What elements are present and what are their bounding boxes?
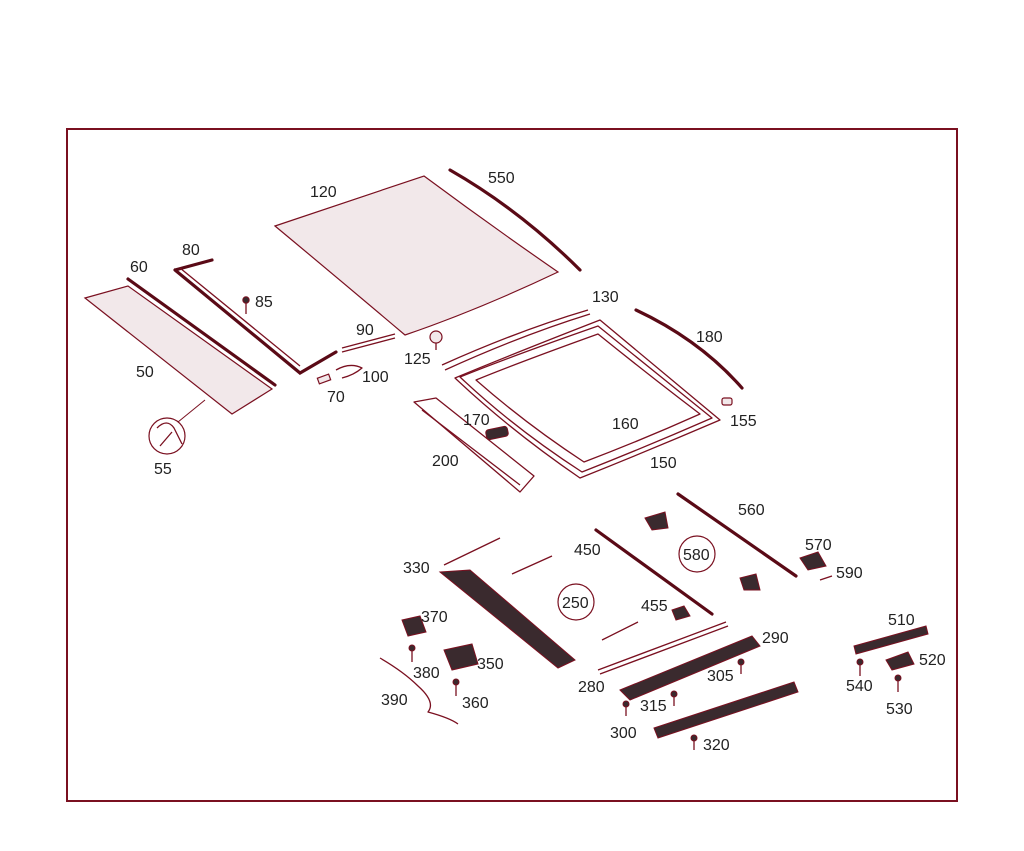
- callout-390[interactable]: 390: [381, 692, 408, 709]
- part-550-edge-strip[interactable]: [448, 168, 582, 272]
- part-100-clip[interactable]: [335, 364, 363, 379]
- callout-ring-580: [678, 535, 716, 573]
- callout-120[interactable]: 120: [310, 184, 337, 201]
- callout-290[interactable]: 290: [762, 630, 789, 647]
- callout-330[interactable]: 330: [403, 560, 430, 577]
- part-330-frame[interactable]: [438, 569, 576, 669]
- callout-305[interactable]: 305: [707, 668, 734, 685]
- callout-510[interactable]: 510: [888, 612, 915, 629]
- part-570-bracket[interactable]: [799, 551, 827, 571]
- callout-150[interactable]: 150: [650, 455, 677, 472]
- part-90-spring[interactable]: [341, 333, 396, 353]
- callout-60[interactable]: 60: [130, 259, 148, 276]
- callout-90[interactable]: 90: [356, 322, 374, 339]
- callout-370[interactable]: 370: [421, 609, 448, 626]
- callout-560[interactable]: 560: [738, 502, 765, 519]
- callout-455[interactable]: 455: [641, 598, 668, 615]
- diagram-frame: [66, 128, 958, 802]
- callout-590[interactable]: 590: [836, 565, 863, 582]
- part-85-screw[interactable]: [242, 296, 250, 314]
- callout-315[interactable]: 315: [640, 698, 667, 715]
- callout-520[interactable]: 520: [919, 652, 946, 669]
- part-380-screw[interactable]: [408, 644, 416, 662]
- callout-300[interactable]: 300: [610, 725, 637, 742]
- callout-580[interactable]: 580: [683, 547, 710, 564]
- part-540-screw[interactable]: [856, 658, 864, 676]
- wrench-icon: [148, 417, 186, 455]
- callout-70[interactable]: 70: [327, 389, 345, 406]
- part-150-outer-frame[interactable]: [454, 319, 721, 479]
- callout-80[interactable]: 80: [182, 242, 200, 259]
- callout-125[interactable]: 125: [404, 351, 431, 368]
- part-360-screw[interactable]: [452, 678, 460, 696]
- callout-530[interactable]: 530: [886, 701, 913, 718]
- part-80-rear-frame[interactable]: [173, 258, 338, 375]
- part-125-plug[interactable]: [429, 330, 443, 350]
- callout-450[interactable]: 450: [574, 542, 601, 559]
- callout-ring-250: [557, 583, 595, 621]
- callout-100[interactable]: 100: [362, 369, 389, 386]
- part-130-seal[interactable]: [441, 309, 591, 371]
- callout-360[interactable]: 360: [462, 695, 489, 712]
- part-280-strip[interactable]: [597, 621, 729, 675]
- part-450-rail[interactable]: [594, 528, 714, 616]
- part-580-slider-right[interactable]: [739, 573, 761, 591]
- part-290-rail[interactable]: [619, 635, 761, 701]
- callout-320[interactable]: 320: [703, 737, 730, 754]
- callout-85[interactable]: 85: [255, 294, 273, 311]
- callout-130[interactable]: 130: [592, 289, 619, 306]
- part-50-rear-panel[interactable]: [83, 285, 274, 415]
- callout-350[interactable]: 350: [477, 656, 504, 673]
- part-155-pad[interactable]: [721, 397, 733, 406]
- leader-55: [177, 399, 206, 423]
- part-580-slider-left[interactable]: [644, 511, 669, 531]
- part-320-screw[interactable]: [690, 734, 698, 750]
- part-300-screw[interactable]: [622, 700, 630, 716]
- part-330-strip[interactable]: [443, 537, 501, 566]
- part-305-screw[interactable]: [737, 658, 745, 674]
- part-520-bracket[interactable]: [885, 651, 915, 671]
- callout-155[interactable]: 155: [730, 413, 757, 430]
- part-250-cable[interactable]: [511, 555, 639, 641]
- part-350-motor[interactable]: [443, 643, 479, 671]
- callout-50[interactable]: 50: [136, 364, 154, 381]
- part-170-cover[interactable]: [485, 425, 509, 441]
- part-590-screw[interactable]: [819, 575, 833, 581]
- part-530-screw[interactable]: [894, 674, 902, 692]
- callout-570[interactable]: 570: [805, 537, 832, 554]
- callout-540[interactable]: 540: [846, 678, 873, 695]
- part-60-seal-strip[interactable]: [126, 277, 277, 387]
- part-370-motor[interactable]: [401, 615, 427, 637]
- part-200-crossmember[interactable]: [413, 397, 535, 493]
- callout-250[interactable]: 250: [562, 595, 589, 612]
- part-315-screw[interactable]: [670, 690, 678, 706]
- part-560-rail[interactable]: [676, 492, 798, 578]
- callout-180[interactable]: 180: [696, 329, 723, 346]
- part-510-rail[interactable]: [853, 625, 929, 655]
- callout-200[interactable]: 200: [432, 453, 459, 470]
- part-160-inner-frame[interactable]: [475, 333, 701, 463]
- callout-160[interactable]: 160: [612, 416, 639, 433]
- callout-380[interactable]: 380: [413, 665, 440, 682]
- part-390-cable[interactable]: [379, 657, 459, 725]
- callout-550[interactable]: 550: [488, 170, 515, 187]
- callout-280[interactable]: 280: [578, 679, 605, 696]
- callout-55[interactable]: 55: [154, 461, 172, 478]
- part-455-bracket[interactable]: [671, 605, 691, 621]
- part-310-rail[interactable]: [653, 681, 799, 739]
- part-120-glass-panel[interactable]: [273, 175, 560, 336]
- part-70-pad[interactable]: [316, 373, 332, 385]
- callout-170[interactable]: 170: [463, 412, 490, 429]
- part-180-rail[interactable]: [634, 308, 744, 390]
